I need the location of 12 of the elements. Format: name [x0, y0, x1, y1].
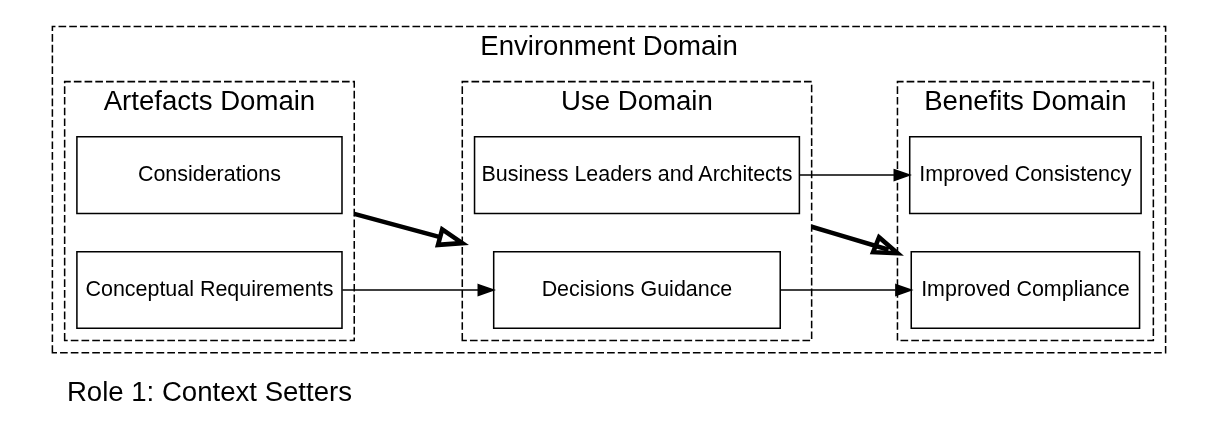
node-box: Decisions Guidance	[492, 250, 781, 330]
arrow	[798, 168, 912, 182]
arrow	[810, 224, 904, 256]
node-box: Improved Consistency	[908, 136, 1142, 215]
node-box: Improved Compliance	[910, 250, 1140, 330]
node-box: Business Leaders and Architects	[473, 136, 800, 215]
label: Role 1: Context Setters	[66, 375, 352, 407]
arrow	[779, 283, 914, 297]
node-box: Considerations	[75, 136, 343, 215]
arrow	[341, 283, 496, 297]
node-box: Conceptual Requirements	[75, 250, 343, 330]
arrow	[353, 211, 469, 248]
